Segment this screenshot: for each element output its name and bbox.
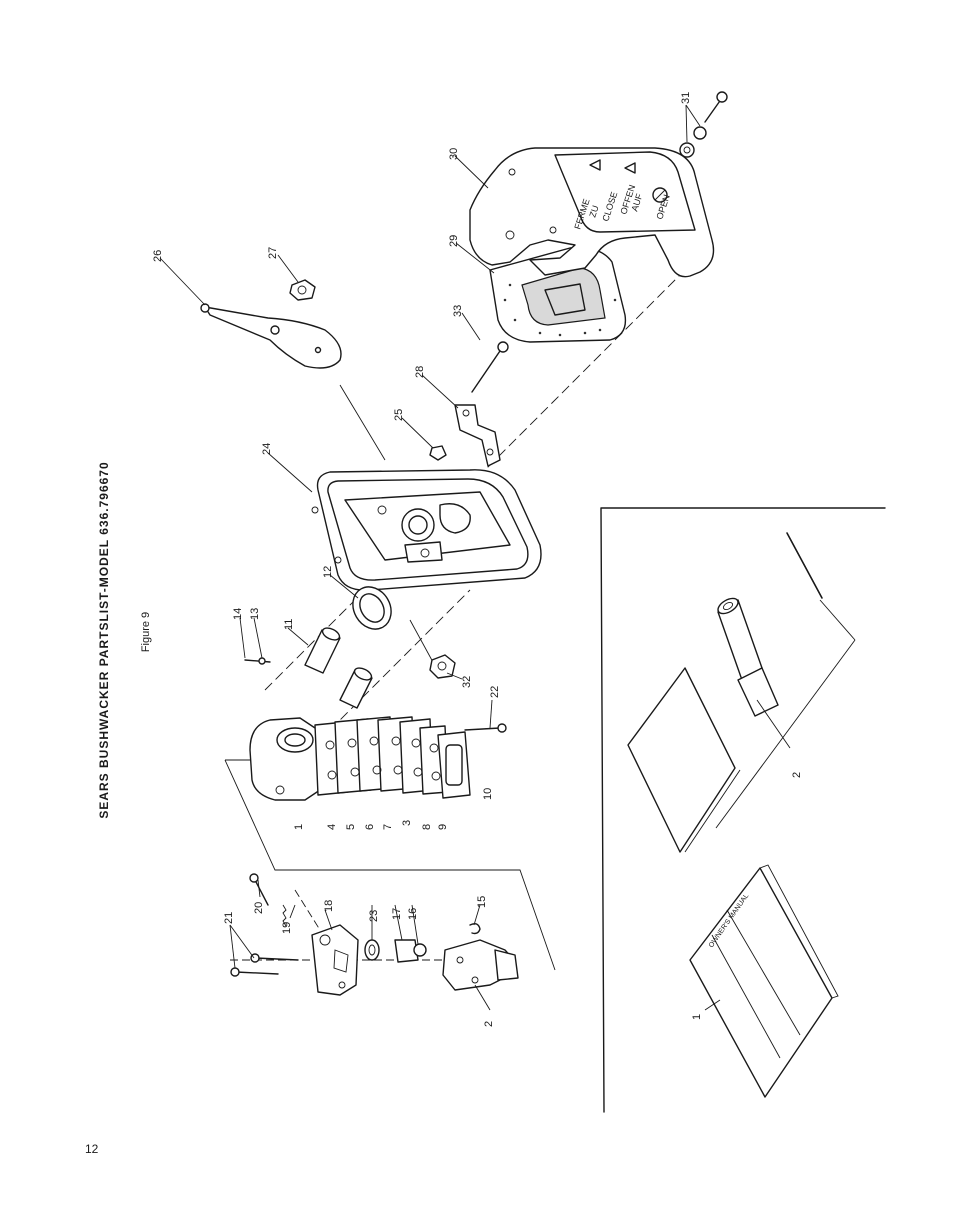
part-30-filter-cover: FERME ZU CLOSE OFFEN AUF OPEN: [469, 147, 715, 278]
callout-30: 30: [448, 148, 460, 160]
part-18-throttle-housing: [311, 924, 359, 996]
callout-28: 28: [414, 366, 426, 378]
inset-accessories-box: OWNER'S MANUAL: [600, 507, 886, 1113]
callout-6: 6: [364, 824, 376, 830]
callout-9: 9: [437, 824, 449, 830]
callout-22: 22: [489, 686, 501, 698]
inset-tool-wrench: [717, 597, 779, 717]
callout-5: 5: [345, 824, 357, 830]
callout-31: 31: [680, 92, 692, 104]
parts-1-10-carburetor-stack: [249, 716, 471, 801]
callout-21: 21: [223, 912, 235, 924]
part-22-screw: [464, 723, 507, 733]
part-20-screw: [249, 873, 269, 906]
part-21-screws: [230, 953, 299, 977]
callout-8: 8: [421, 824, 433, 830]
callout-12: 12: [322, 566, 334, 578]
callout-leaders: [159, 104, 701, 1011]
callout-inset-2: 2: [791, 772, 803, 778]
callout-18: 18: [323, 900, 335, 912]
callout-2: 2: [483, 1021, 495, 1027]
callout-26: 26: [152, 250, 164, 262]
callout-numbers: 26 27 24 25 28 33 29 30 31 12 11 13 14 3…: [152, 92, 803, 1027]
callout-27: 27: [267, 247, 279, 259]
cover-label-zu: ZU: [587, 204, 600, 219]
callout-20: 20: [253, 902, 265, 914]
callout-15: 15: [476, 896, 488, 908]
part-31-screw-washers: [679, 91, 728, 158]
part-tube-lower: [339, 667, 373, 709]
part-27-nut: [289, 279, 316, 301]
part-26-lever-plate: [200, 303, 342, 369]
part-32-hex-nut: [429, 654, 456, 679]
callout-inset-1: 1: [691, 1014, 703, 1020]
part-2-choke-body: [442, 939, 519, 991]
part-25-nut: [429, 445, 447, 461]
part-23-washer: [364, 939, 380, 961]
callout-11: 11: [283, 619, 295, 630]
callout-14: 14: [232, 608, 244, 620]
callout-23: 23: [368, 910, 380, 922]
callout-13: 13: [249, 608, 261, 620]
callout-4: 4: [326, 824, 338, 830]
part-15-clip: [469, 922, 481, 935]
part-28-bracket: [454, 404, 501, 467]
callout-7: 7: [382, 824, 394, 830]
part-11-spacer-tube: [304, 627, 341, 674]
part-19-spring: [282, 904, 287, 927]
part-17-16-valve: [394, 939, 427, 963]
callout-10: 10: [482, 788, 494, 800]
page-number: 12: [85, 1142, 99, 1156]
assembly-center-lines: [224, 254, 701, 971]
part-33-long-bolt: [471, 341, 509, 393]
part-13-14-pin-clip: [244, 657, 271, 665]
callout-29: 29: [448, 235, 460, 247]
callout-1: 1: [293, 824, 305, 830]
callout-3: 3: [401, 820, 413, 826]
part-24-air-box: [311, 469, 542, 591]
callout-32: 32: [461, 676, 473, 688]
callout-19: 19: [281, 922, 293, 934]
callout-25: 25: [393, 409, 405, 421]
part-12-gasket-ring: [352, 586, 392, 630]
callout-24: 24: [261, 443, 273, 455]
callout-16: 16: [407, 908, 419, 920]
callout-17: 17: [391, 908, 403, 920]
callout-33: 33: [452, 305, 464, 317]
inset-tool-rod: [786, 532, 823, 599]
part-29-foam-filter: [489, 246, 627, 343]
